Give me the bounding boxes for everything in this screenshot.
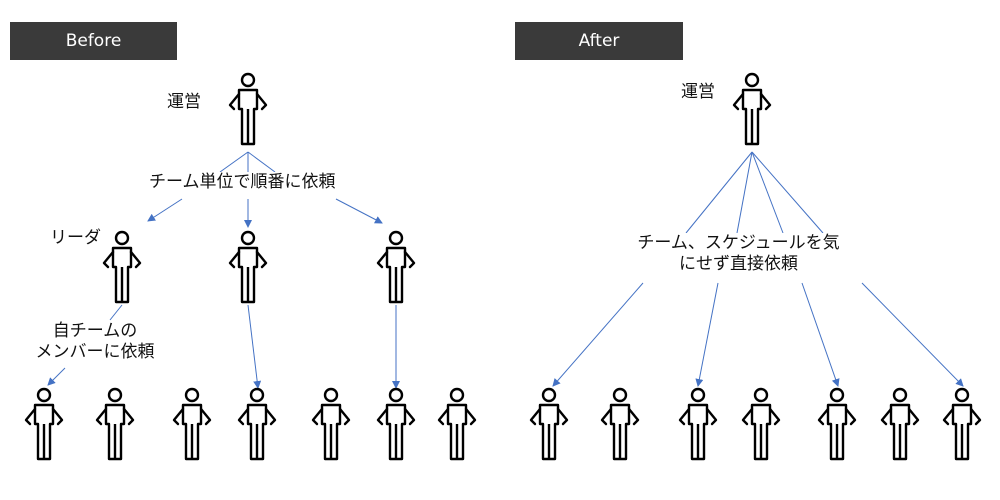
before-member-4-person-icon [237,387,277,461]
after-member-7-person-icon [942,387,982,461]
before-arrow-to-member-4 [247,304,262,389]
before-arrow-to-leader-3 [335,198,383,224]
before-operator-label: 運営 [165,92,203,114]
after-arrows [552,151,964,387]
before-member-6-person-icon [376,387,416,461]
after-arrow-to-member-1 [552,282,644,387]
before-leader-1-person-icon [102,230,142,304]
after-connector-2 [736,151,753,234]
after-request-label-line1: チーム、スケジュールを気 [637,233,840,253]
before-header: Before [10,22,177,60]
before-member-7-person-icon [437,387,477,461]
before-arrows [47,151,400,389]
before-arrow-to-member-1 [47,367,66,386]
before-member-request-label: 自チームの メンバーに依頼 [24,321,166,364]
before-member-1-person-icon [24,387,64,461]
before-leader-2-person-icon [228,230,268,304]
after-member-3-person-icon [678,387,718,461]
before-leader-connector-1 [109,304,123,321]
before-request-label: チーム単位で順番に依頼 [147,172,338,194]
before-member-2-person-icon [95,387,135,461]
after-arrow-to-member-3 [695,282,719,387]
before-member-5-person-icon [311,387,351,461]
after-header: After [515,22,683,60]
before-member-3-person-icon [172,387,212,461]
after-operator-label: 運営 [679,82,717,104]
before-operator-person-icon [228,72,268,146]
before-operator-connector-left [219,151,249,173]
before-people [24,72,477,461]
after-arrow-to-member-7 [861,282,964,387]
after-connector-3 [751,151,784,234]
after-request-label: チーム、スケジュールを気 にせず直接依頼 [619,233,858,276]
after-member-5-person-icon [817,387,857,461]
after-arrow-to-member-5 [801,282,840,387]
before-operator-connector-right [247,151,276,173]
after-member-1-person-icon [529,387,569,461]
after-request-label-line2: にせず直接依頼 [679,254,798,275]
after-member-4-person-icon [741,387,781,461]
before-member-request-label-line2: メンバーに依頼 [35,342,155,363]
before-arrow-to-leader-1 [147,198,183,222]
before-member-request-label-line1: 自チームの [52,321,138,341]
after-connector-4 [751,151,824,234]
before-leader-label: リーダ [48,228,103,250]
after-member-6-person-icon [880,387,920,461]
after-connector-1 [685,151,753,234]
after-member-2-person-icon [600,387,640,461]
before-leader-3-person-icon [376,230,416,304]
after-operator-person-icon [732,72,772,146]
